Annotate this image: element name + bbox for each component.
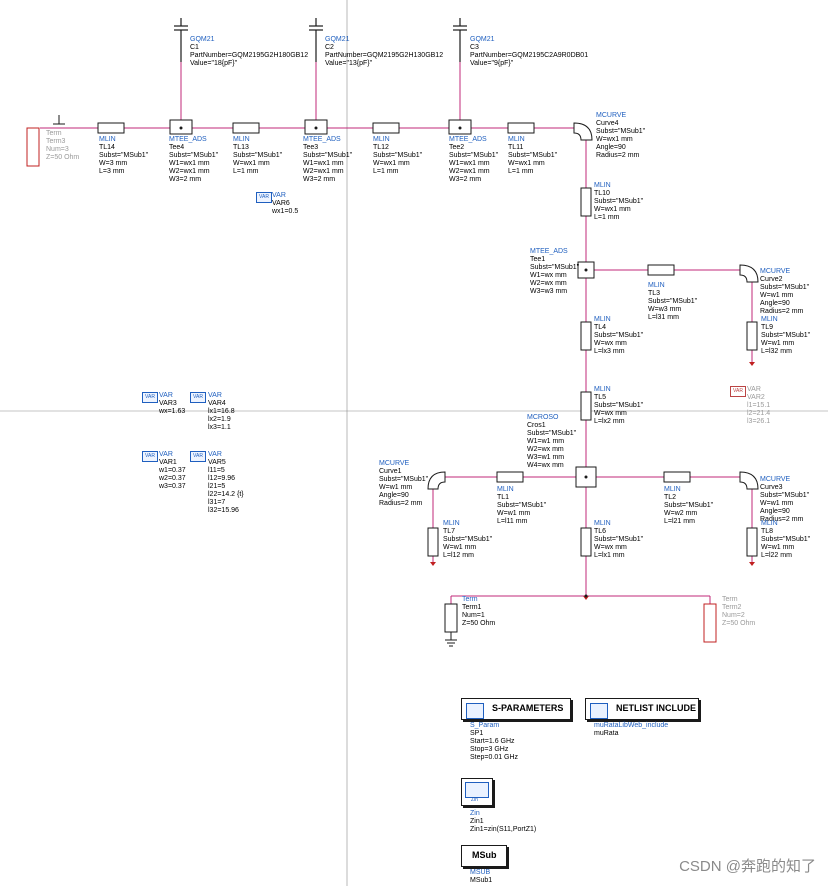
term3-body (26, 127, 40, 167)
tl14-body (97, 122, 125, 134)
var4-icon[interactable]: VAR (190, 392, 206, 403)
var2-icon[interactable]: VAR (730, 386, 746, 397)
netlist-include-controller[interactable]: NETLIST INCLUDE (585, 698, 699, 720)
tl13-body (232, 122, 260, 134)
sparam-title: S-PARAMETERS (492, 703, 564, 713)
curve4-body (573, 122, 593, 141)
sparam-icon (466, 703, 484, 719)
tl1-body (496, 471, 524, 483)
var1-icon[interactable]: VAR (142, 451, 158, 462)
term1-body (444, 603, 458, 633)
netlist-title: NETLIST INCLUDE (616, 703, 696, 713)
tl5-body (580, 391, 592, 421)
curve3-body (739, 471, 759, 490)
netlist-icon (590, 703, 608, 719)
watermark: CSDN @奔跑的知了 (679, 858, 816, 875)
tl10-body (580, 187, 592, 217)
zin-controller[interactable]: Zin (461, 778, 493, 806)
s-parameters-controller[interactable]: S-PARAMETERS (461, 698, 571, 720)
tl11-body (507, 122, 535, 134)
tl6-body (580, 527, 592, 557)
curve1-body (427, 471, 446, 490)
zin-icon-label: Zin (471, 797, 478, 803)
var6-icon[interactable]: VAR (256, 192, 272, 203)
tl4-body (580, 321, 592, 351)
term2-body (703, 603, 717, 643)
zin-icon (465, 782, 489, 798)
msub-controller[interactable]: MSub (461, 845, 507, 867)
tl3-body (647, 264, 675, 276)
tl12-body (372, 122, 400, 134)
tl8-body (746, 527, 758, 557)
curve2-body (739, 264, 759, 283)
msub-title: MSub (472, 850, 497, 860)
tl9-body (746, 321, 758, 351)
var5-icon[interactable]: VAR (190, 451, 206, 462)
tl7-body (427, 527, 439, 557)
var3-icon[interactable]: VAR (142, 392, 158, 403)
tl2-body (663, 471, 691, 483)
